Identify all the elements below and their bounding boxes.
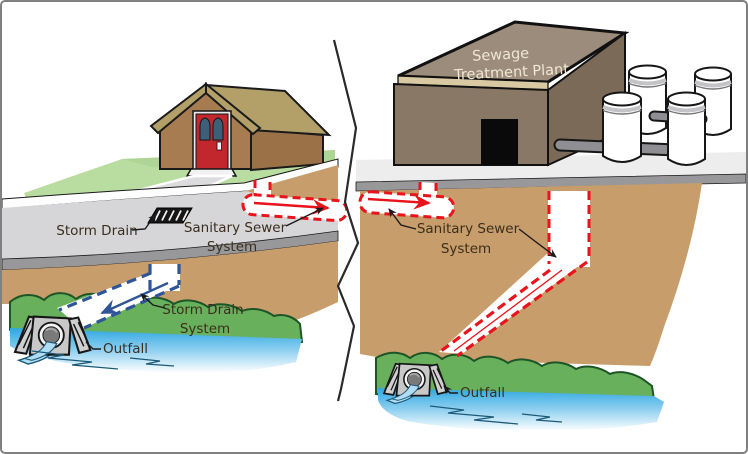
right-panel-labels: Sanitary Sewer System Outfall — [388, 208, 557, 401]
house-side-wall — [250, 127, 324, 172]
sanitary-sewer-left-label-1: Sanitary Sewer — [184, 220, 287, 236]
outfall-right-leader — [443, 385, 458, 395]
sewage-flow-arrow-right — [367, 194, 431, 210]
plant-door — [481, 119, 518, 165]
plant-label-line1: Sewage — [472, 46, 530, 65]
water-ripples-right-2 — [521, 413, 563, 423]
door-step — [185, 168, 238, 177]
storage-tanks — [553, 64, 732, 166]
storm-system-label-2: System — [180, 321, 230, 337]
left-panel: Storm Drain Sanitary Sewer System Storm … — [2, 81, 349, 373]
tank-front-right — [667, 91, 706, 166]
sanitary-sewer-pipe-right — [358, 182, 591, 358]
right-panel: Sewage Treatment Plant — [355, 20, 746, 432]
sanitary-sewer-right-label-1: Sanitary Sewer — [417, 221, 520, 237]
sewage-flow-arrow-left — [253, 199, 330, 215]
water-ripples-left-2 — [129, 357, 175, 367]
door-knob — [216, 141, 222, 151]
outfall-left-leader — [85, 341, 101, 350]
storm-drain-leader — [131, 213, 157, 231]
ground-edge-strip — [355, 173, 746, 192]
panel-divider — [332, 39, 360, 402]
plant-front-wall — [393, 82, 549, 166]
storm-drain-grate — [147, 207, 193, 224]
door-window-right — [212, 117, 224, 141]
storm-drain-pipe — [57, 264, 181, 330]
water-ripples-left — [31, 350, 119, 370]
storm-system-leader — [140, 293, 166, 309]
sanitary-sewer-left-leader — [285, 207, 324, 227]
water-ripples-right — [429, 405, 519, 425]
door-window-left — [199, 117, 211, 141]
outfall-right-label: Outfall — [460, 385, 505, 401]
house-gable-roof-right — [205, 81, 262, 136]
plant-label-line2: Treatment Plant — [453, 62, 570, 84]
storm-flow-arrow — [100, 281, 169, 315]
storm-drain-label: Storm Drain — [56, 223, 137, 239]
outfall-left-label: Outfall — [103, 341, 148, 357]
house — [149, 81, 332, 177]
stream-water-right — [378, 388, 664, 432]
tank-front-left — [602, 91, 642, 163]
sanitary-sewer-right-leader-a — [388, 208, 417, 230]
sanitary-sewer-right-leader-b — [518, 228, 557, 258]
sewage-treatment-plant: Sewage Treatment Plant — [393, 20, 630, 167]
plant-roof-label: Sewage Treatment Plant — [453, 46, 570, 84]
sanitary-sewer-right-label-2: System — [441, 241, 491, 257]
left-panel-labels: Storm Drain Sanitary Sewer System Storm … — [56, 207, 324, 357]
sanitary-sewer-left-label-2: System — [207, 239, 257, 255]
storm-system-label-1: Storm Drain — [162, 302, 243, 318]
